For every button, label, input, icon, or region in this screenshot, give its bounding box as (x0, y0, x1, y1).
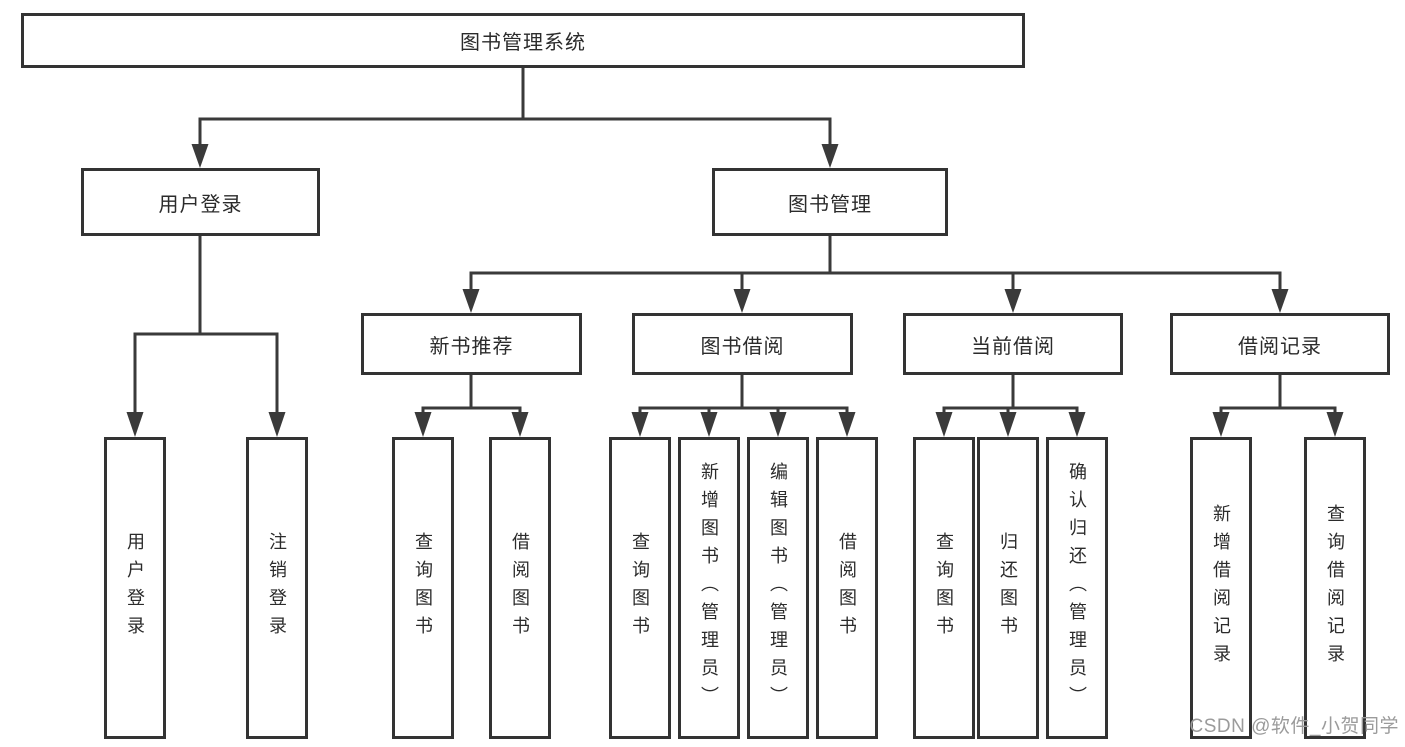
leaf-records-query-record: 查询借阅记录 (1304, 437, 1366, 739)
node-new-book-recommend: 新书推荐 (361, 313, 582, 375)
leaf-user-login: 用户登录 (104, 437, 166, 739)
leaf-records-add-record: 新增借阅记录 (1190, 437, 1252, 739)
leaf-borrow-borrow-books: 借阅图书 (816, 437, 878, 739)
leaf-newrec-query-books: 查询图书 (392, 437, 454, 739)
node-current-borrow: 当前借阅 (903, 313, 1123, 375)
leaf-current-return-books: 归还图书 (977, 437, 1039, 739)
leaf-newrec-borrow-books: 借阅图书 (489, 437, 551, 739)
node-user-login: 用户登录 (81, 168, 320, 236)
node-root: 图书管理系统 (21, 13, 1025, 68)
leaf-borrow-edit-books-admin: 编辑图书（管理员） (747, 437, 809, 739)
leaf-logout: 注销登录 (246, 437, 308, 739)
node-borrow-records: 借阅记录 (1170, 313, 1390, 375)
node-book-borrow: 图书借阅 (632, 313, 853, 375)
leaf-current-query-books: 查询图书 (913, 437, 975, 739)
leaf-current-confirm-return-admin: 确认归还（管理员） (1046, 437, 1108, 739)
node-book-management: 图书管理 (712, 168, 948, 236)
csdn-watermark: CSDN @软件_小贺同学 (1189, 716, 1399, 737)
leaf-borrow-query-books: 查询图书 (609, 437, 671, 739)
leaf-borrow-add-books-admin: 新增图书（管理员） (678, 437, 740, 739)
